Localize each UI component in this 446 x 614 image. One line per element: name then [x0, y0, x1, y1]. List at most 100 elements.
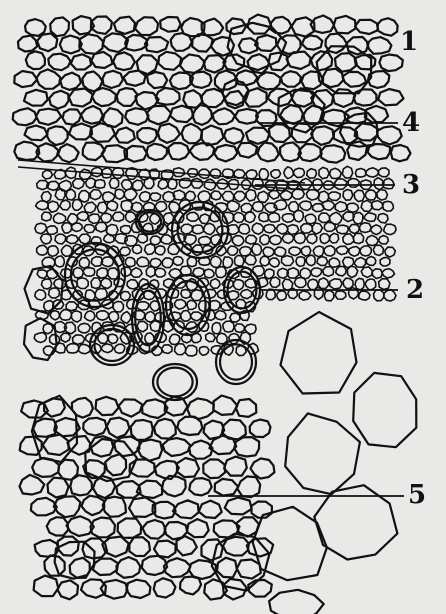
small-cell: [353, 233, 363, 243]
parenchyma-cell: [311, 126, 333, 145]
small-cell: [79, 258, 89, 269]
small-cell: [181, 224, 192, 234]
small-cell: [190, 312, 202, 321]
parenchyma-cell: [236, 399, 256, 417]
parenchyma-cell: [90, 123, 115, 142]
small-cell: [370, 225, 382, 235]
parenchyma-cell: [47, 517, 68, 535]
parenchyma-cell: [137, 440, 162, 461]
small-cell: [360, 246, 372, 256]
parenchyma-cell: [217, 558, 237, 578]
small-cell: [71, 311, 81, 322]
parenchyma-cell: [14, 71, 37, 87]
small-cell: [353, 213, 363, 225]
small-cell: [379, 236, 389, 245]
parenchyma-cell: [187, 519, 209, 537]
small-cell: [380, 257, 390, 266]
parenchyma-cell: [292, 123, 313, 142]
small-cell: [323, 267, 334, 277]
parenchyma-cell: [334, 16, 356, 34]
small-cell: [366, 235, 378, 245]
small-cell: [60, 310, 72, 321]
small-cell: [145, 244, 156, 255]
parenchyma-cell: [202, 539, 223, 560]
small-cell: [48, 201, 59, 212]
small-cell: [282, 214, 294, 223]
small-cell: [90, 190, 101, 200]
parenchyma-cell: [171, 33, 192, 51]
parenchyma-cell: [91, 52, 112, 68]
small-cell: [234, 255, 243, 266]
small-cell: [252, 223, 264, 234]
small-cell: [223, 257, 233, 268]
small-cell: [150, 236, 160, 245]
vessel-cell: [132, 284, 164, 352]
small-cell: [354, 257, 365, 267]
small-cell: [336, 225, 348, 234]
parenchyma-cell: [237, 143, 257, 158]
small-cell: [185, 345, 197, 356]
small-cell: [355, 169, 366, 178]
small-cell: [78, 323, 90, 333]
small-cell: [206, 333, 216, 342]
parenchyma-cell: [237, 560, 261, 579]
small-cell: [137, 321, 148, 332]
small-cell: [382, 269, 395, 278]
label-4: 4: [402, 108, 420, 138]
parenchyma-cell: [81, 579, 106, 598]
parenchyma-cell: [103, 497, 126, 517]
small-cell: [113, 301, 124, 312]
small-cell: [67, 235, 79, 244]
small-cell: [211, 191, 221, 200]
small-cell: [343, 234, 354, 245]
small-cell: [371, 201, 382, 210]
small-cell: [155, 202, 167, 212]
parenchyma-cell: [60, 73, 81, 90]
small-cell: [373, 245, 383, 255]
parenchyma-cell: [189, 478, 212, 495]
label-3: 3: [402, 170, 420, 200]
small-cell: [347, 266, 358, 278]
small-cell: [168, 179, 177, 189]
small-cell: [252, 244, 262, 256]
parenchyma-cell: [237, 476, 260, 497]
small-cell: [114, 344, 125, 353]
small-cell: [385, 247, 396, 257]
parenchyma-cell: [302, 35, 322, 49]
small-cell: [162, 258, 173, 268]
small-cell: [364, 213, 376, 222]
parenchyma-cell: [182, 124, 202, 144]
small-cell: [354, 190, 364, 201]
small-cell: [374, 290, 384, 301]
small-cell: [150, 258, 161, 267]
parenchyma-cell: [354, 89, 377, 105]
parenchyma-cell: [24, 90, 48, 106]
small-cell: [127, 280, 138, 289]
parenchyma-cell: [83, 418, 106, 436]
small-cell: [187, 300, 196, 309]
small-cell: [324, 222, 335, 231]
parenchyma-cell: [170, 106, 193, 123]
parenchyma-cell: [34, 576, 59, 597]
parenchyma-cell: [225, 498, 252, 515]
parenchyma-cell: [158, 52, 181, 70]
small-cell: [150, 193, 161, 201]
small-cell: [258, 191, 269, 202]
small-cell: [199, 214, 209, 224]
parenchyma-cell: [192, 34, 212, 51]
small-cell: [96, 222, 107, 232]
small-cell: [359, 291, 370, 300]
parenchyma-cell: [137, 128, 157, 144]
small-cell: [240, 289, 251, 298]
small-cell: [294, 211, 304, 223]
parenchyma-cell: [47, 126, 68, 145]
small-cell: [83, 268, 95, 277]
parenchyma-cell: [251, 458, 275, 478]
small-cell: [294, 277, 306, 287]
label-2: 2: [406, 275, 424, 305]
small-cell: [41, 234, 52, 244]
small-cell: [269, 258, 280, 267]
parenchyma-cell: [224, 128, 244, 144]
parenchyma-cell: [154, 578, 176, 597]
small-cell: [347, 203, 359, 212]
